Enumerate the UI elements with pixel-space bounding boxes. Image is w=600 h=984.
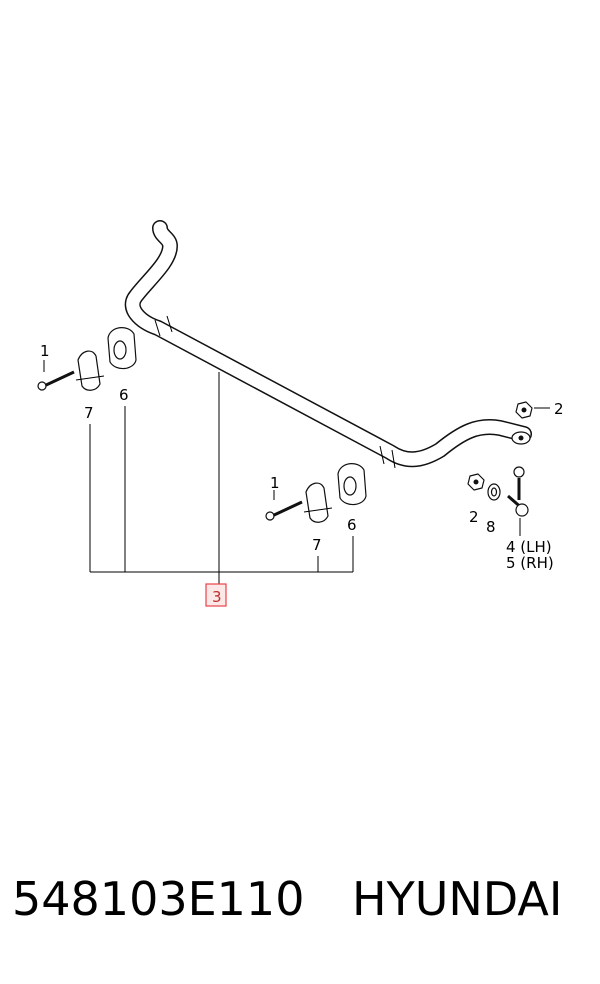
callout-washer: 8 — [486, 518, 496, 536]
callout-bracket-left: 7 — [84, 404, 94, 422]
bolt-left: 1 — [37, 342, 75, 391]
stabilizer-link — [507, 466, 529, 536]
callout-nut-bottom: 2 — [469, 508, 479, 526]
bushing-right — [337, 463, 367, 506]
stabilizer-bar — [124, 220, 532, 469]
nut-top: 2 — [515, 400, 564, 419]
bolt-right: 1 — [265, 474, 303, 521]
callout-bolt-left: 1 — [40, 342, 50, 360]
callout-assembly: 3 — [212, 588, 222, 606]
bracket-left — [75, 350, 105, 391]
washer — [487, 483, 501, 501]
bracket-right — [303, 482, 333, 523]
part-number: 548103E110 — [12, 872, 305, 926]
brand-name: HYUNDAI — [352, 872, 563, 926]
callout-link-lh: 4 (LH) — [506, 538, 552, 556]
nut-bottom — [467, 473, 485, 491]
footer: 548103E110 HYUNDAI — [0, 872, 600, 952]
bushing-left — [107, 327, 137, 370]
assembly-callout[interactable]: 3 — [205, 583, 227, 607]
callout-bracket-right: 7 — [312, 536, 322, 554]
callout-link-rh: 5 (RH) — [506, 554, 554, 572]
callout-bushing-left: 6 — [119, 386, 129, 404]
assembly-highlight-box[interactable] — [205, 583, 227, 607]
callout-bolt-right: 1 — [270, 474, 280, 492]
callout-bushing-right: 6 — [347, 516, 357, 534]
callout-nut-top: 2 — [554, 400, 564, 418]
assembly-leader-lines — [89, 372, 354, 584]
